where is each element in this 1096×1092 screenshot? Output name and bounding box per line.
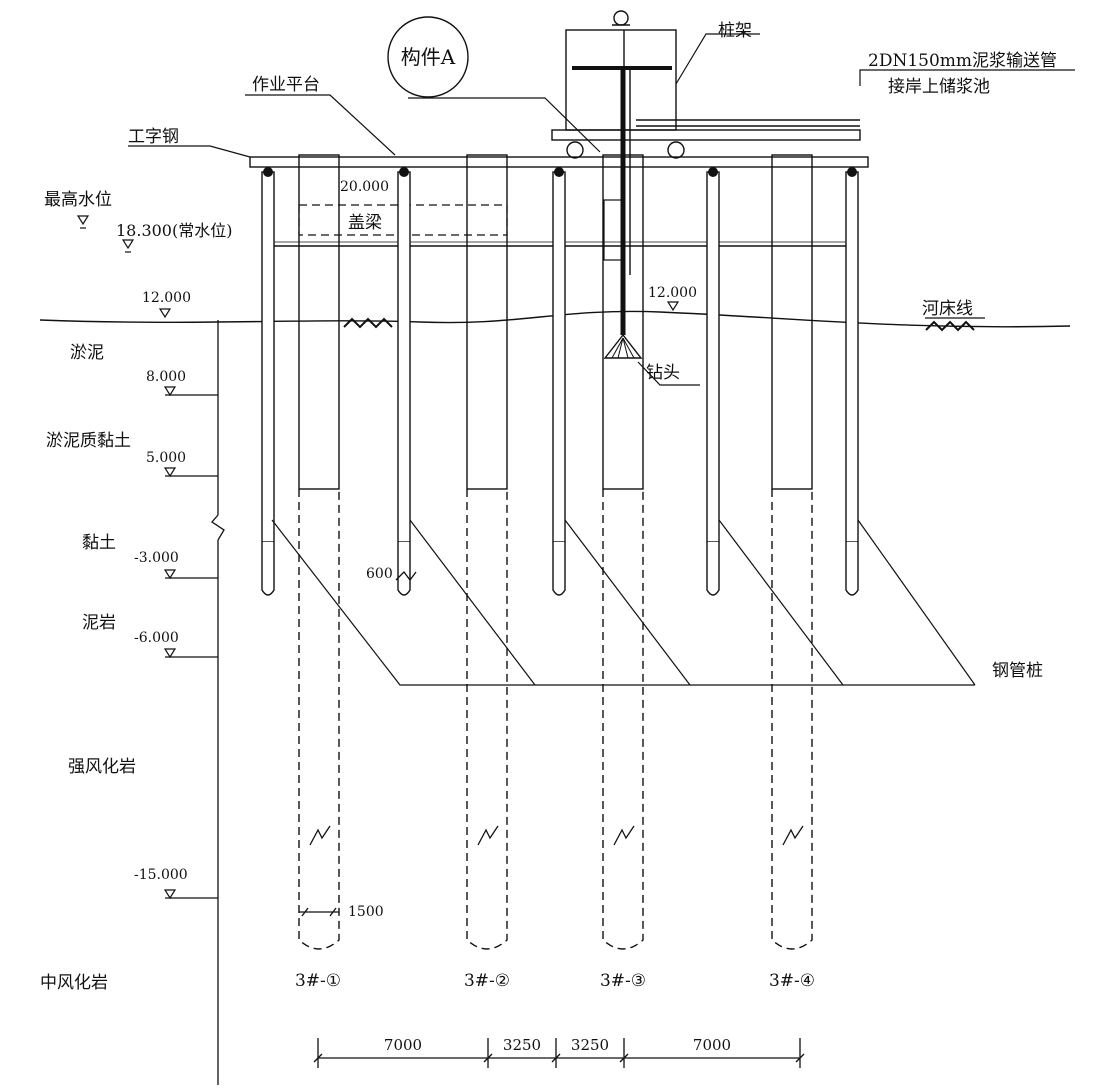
mud-symbol (343, 317, 975, 332)
pile-id: 3#-② (464, 971, 510, 991)
layer-name: 泥岩 (82, 613, 116, 633)
elevation-value: 12.000 (142, 290, 191, 306)
high-water-label: 最高水位 (44, 190, 112, 210)
elevation-value: -15.000 (134, 867, 188, 883)
spacing-value: 7000 (693, 1036, 731, 1054)
right-elevation-label: 12.000 (648, 285, 697, 301)
riverbed-label: 河床线 (922, 299, 973, 319)
water-level-symbols (76, 215, 680, 900)
spacing-value: 3250 (571, 1036, 609, 1054)
platform-label: 作业平台 (252, 75, 320, 95)
small-dimensions (299, 571, 417, 917)
component-a-circle (387, 16, 469, 98)
leader-lines (128, 33, 1075, 686)
layer-name: 黏土 (82, 533, 116, 553)
pile-id: 3#-④ (769, 971, 815, 991)
drill-head (603, 333, 643, 359)
pipe-label-2: 接岸上储浆池 (888, 77, 990, 97)
cap-elevation-label: 20.000 (340, 179, 389, 195)
pile-frame-label: 桩架 (718, 21, 752, 41)
steel-pipe-pile-label: 钢管桩 (992, 661, 1043, 681)
pile-id: 3#-③ (600, 971, 646, 991)
layer-name: 淤泥 (70, 343, 104, 363)
spacing-value: 7000 (384, 1036, 422, 1054)
elevation-axis (165, 320, 225, 1085)
elevation-value: -6.000 (134, 630, 179, 646)
component-a-label: 构件A (401, 45, 456, 69)
dim-600-label: 600 (366, 566, 393, 582)
pipe-label-1: 2DN150mm泥浆输送管 (868, 51, 1057, 71)
normal-water-label: 18.300(常水位) (116, 221, 232, 240)
elevation-value: -3.000 (134, 550, 179, 566)
riverbed-line (39, 310, 1071, 328)
working-platform (249, 156, 869, 168)
layer-name: 中风化岩 (40, 973, 108, 993)
pile-break-marks (309, 825, 804, 846)
i-beam-supports (263, 167, 857, 177)
cap-beam-label: 盖梁 (348, 213, 382, 233)
pile-id: 3#-① (295, 971, 341, 991)
layer-name: 淤泥质黏土 (46, 431, 131, 451)
pile-frame (551, 10, 861, 275)
spacing-dimension-line (313, 1038, 805, 1068)
drill-head-label: 钻头 (646, 363, 680, 383)
layer-name: 强风化岩 (68, 757, 136, 777)
i-beam-label: 工字钢 (128, 127, 179, 147)
spacing-value: 3250 (503, 1036, 541, 1054)
elevation-value: 8.000 (146, 369, 186, 385)
elevation-value: 5.000 (146, 450, 186, 466)
dim-1500-label: 1500 (348, 904, 384, 920)
bored-pile-group (298, 154, 813, 950)
